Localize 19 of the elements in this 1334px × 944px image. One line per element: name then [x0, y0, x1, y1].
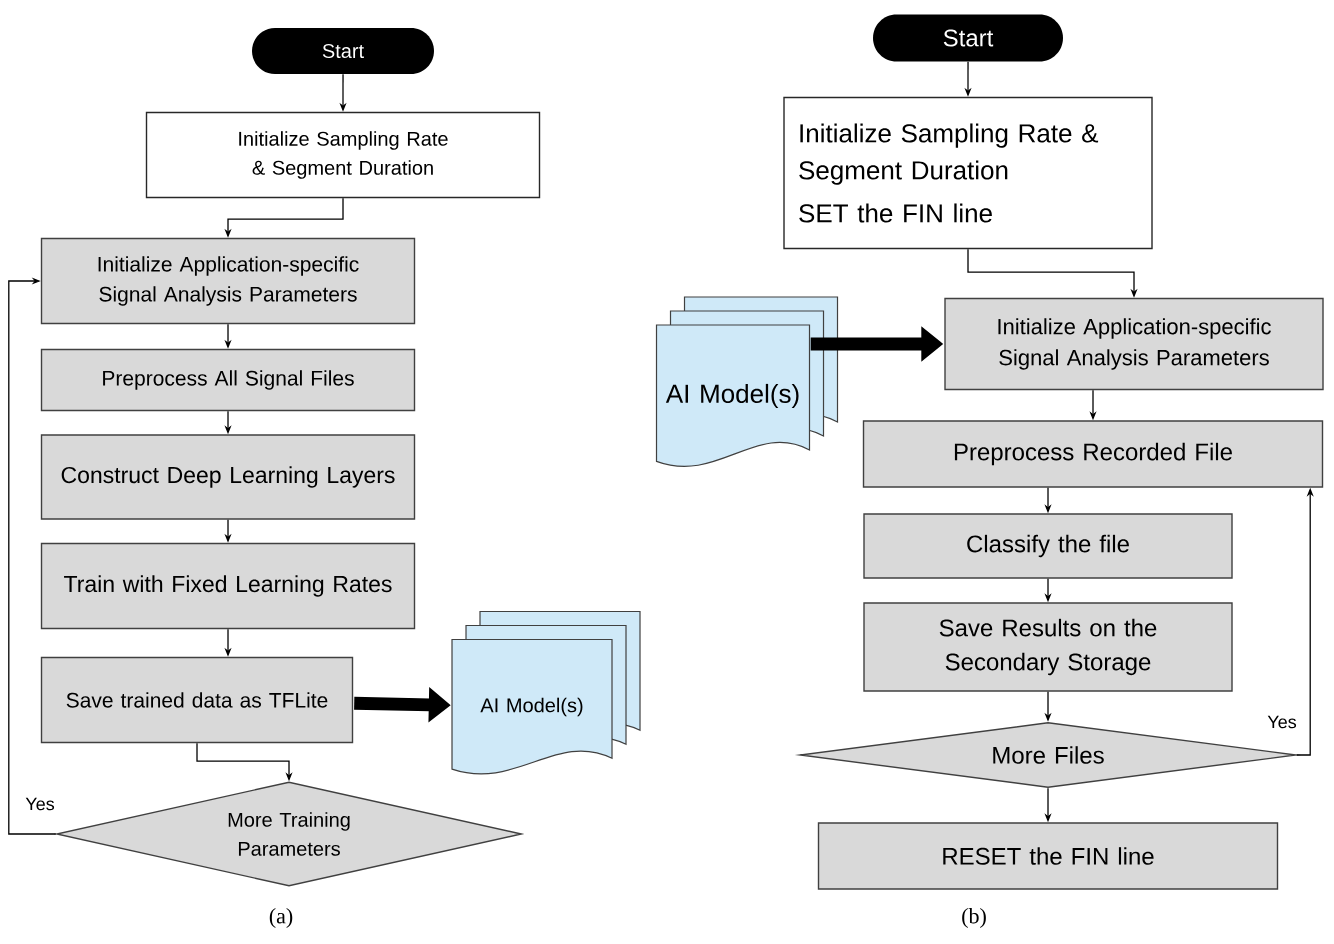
process-box: Preprocess All Signal Files	[40, 348, 416, 412]
arrow	[8, 277, 57, 835]
document-stack: AI Model(s)	[451, 610, 641, 775]
panel-label: (a)	[269, 908, 293, 928]
process-box: Train with Fixed Learning Rates	[40, 542, 416, 630]
process-box: RESET the FIN line	[817, 822, 1279, 890]
process-box: Classify the file	[863, 513, 1233, 579]
process-box: Initialize Sampling Rate & Segment Duration	[145, 111, 541, 199]
start-terminal: Start	[873, 14, 1063, 62]
process-box: Initialize Sampling Rate & Segment Duration SET the FIN line	[783, 96, 1153, 250]
process-box: Save trained data as TFLite	[40, 656, 354, 744]
document-stack: AI Model(s)	[655, 296, 839, 467]
edge-label: Yes	[24, 796, 56, 812]
process-box: Initialize Application-specific Signal Analysis Parameters	[40, 237, 416, 325]
process-box: Construct Deep Learning Layers	[40, 434, 416, 520]
process-box: Initialize Application-specific Signal Analysis Parameters	[944, 297, 1324, 391]
start-terminal: Start	[252, 28, 434, 74]
process-box: Save Results on the Secondary Storage	[863, 602, 1233, 692]
process-box: Preprocess Recorded File	[862, 420, 1324, 488]
